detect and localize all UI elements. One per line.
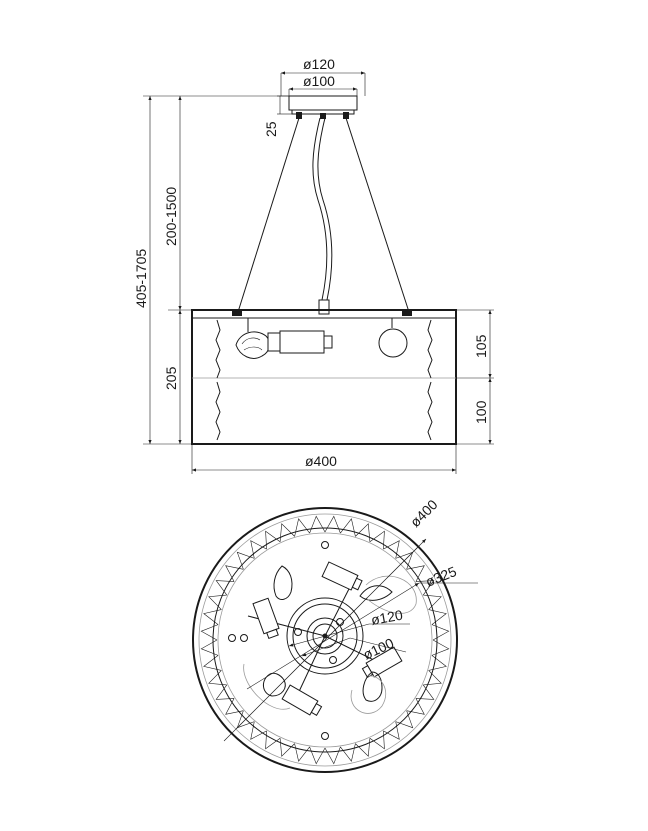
screws (228, 541, 329, 740)
label-canopy-height: 25 (263, 121, 279, 137)
shadow-lobes (243, 575, 417, 714)
label-plan-canopy-outer: ø120 (370, 607, 404, 628)
drum-shade (191, 309, 457, 445)
canopy-dimensions (277, 71, 366, 115)
label-plan-bulb-circle: ø325 (423, 563, 459, 590)
plan-canopy (286, 597, 364, 675)
suspension-cables (237, 117, 410, 315)
candle-bulbs (263, 565, 393, 702)
width-dimension (191, 444, 457, 474)
height-dimensions (143, 95, 289, 445)
plan-dimension-leaders (223, 538, 478, 742)
lamp-arms (247, 561, 403, 717)
lamp-holders (235, 318, 408, 359)
plan-view: ø400 ø325 ø120 ø100 (192, 496, 478, 773)
label-canopy-inner: ø100 (303, 73, 335, 89)
section-dimensions (456, 309, 494, 445)
label-canopy-outer: ø120 (303, 56, 335, 72)
crystal-strips (215, 319, 433, 441)
label-suspension-length: 200-1500 (163, 187, 179, 246)
ceiling-canopy (288, 95, 358, 119)
label-plan-outer: ø400 (407, 496, 441, 530)
crystal-ring (200, 515, 450, 765)
label-shade-diameter: ø400 (305, 453, 337, 469)
label-total-height: 405-1705 (133, 249, 149, 308)
label-upper-section: 105 (473, 334, 489, 358)
crystal-facets (200, 515, 450, 765)
side-elevation-view: ø120 ø100 25 200-1500 405-1705 205 105 1… (133, 56, 494, 474)
label-shade-height: 205 (163, 366, 179, 390)
label-lower-section: 100 (473, 400, 489, 424)
